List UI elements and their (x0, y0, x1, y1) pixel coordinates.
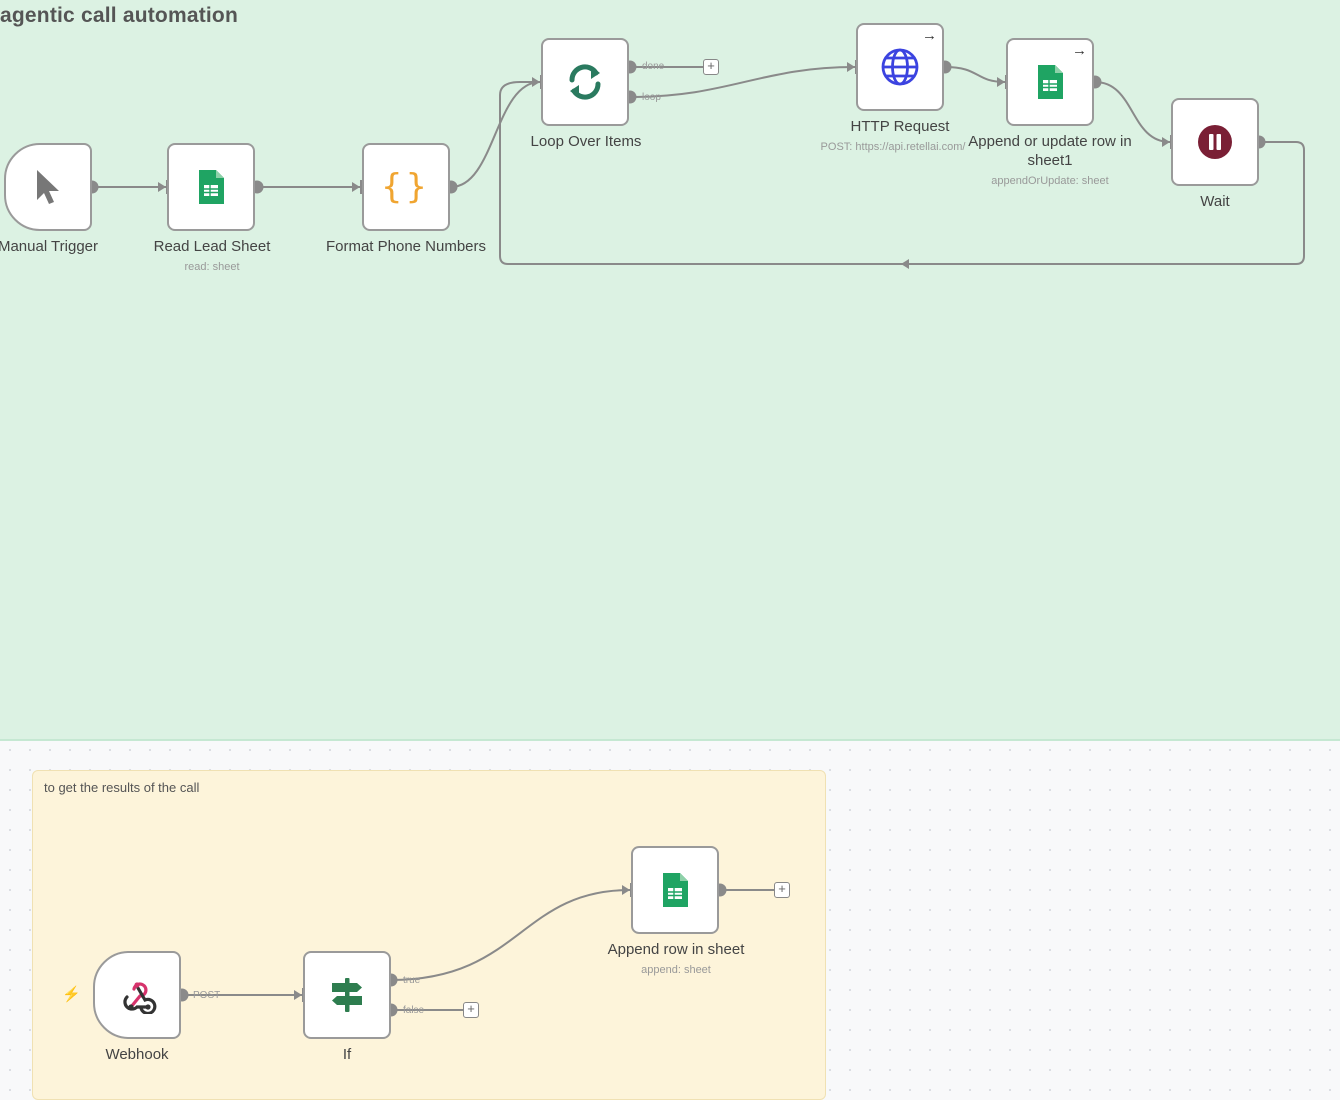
wire-if-true (390, 889, 631, 981)
manual-trigger-node[interactable] (4, 143, 92, 231)
google-sheets-icon (663, 873, 688, 907)
format-phone-label: Format Phone Numbers (325, 238, 487, 255)
workflow-title: agentic call automation (0, 4, 238, 27)
wire-http-append (944, 66, 1006, 83)
loop-back-arrow (901, 259, 909, 269)
signpost-icon (332, 978, 362, 1012)
wait-label: Wait (1200, 193, 1230, 210)
if-false-port-label: false (403, 1005, 425, 1016)
read-lead-sheet-node[interactable] (167, 143, 255, 231)
loop-over-items-node[interactable] (541, 38, 629, 126)
webhook-post-port-label: POST (193, 990, 221, 1001)
if-label: If (342, 1046, 352, 1063)
manual-trigger-label: Manual Trigger (0, 238, 99, 255)
google-sheets-icon (1038, 65, 1063, 99)
webhook-node[interactable] (93, 951, 181, 1039)
loop-done-port-label: done (642, 61, 665, 72)
append-update-node[interactable]: → (1006, 38, 1094, 126)
if-node[interactable] (303, 951, 391, 1039)
wire-format-loop (450, 81, 541, 188)
webhook-label: Webhook (105, 1046, 169, 1063)
cursor-icon (37, 170, 59, 204)
if-true-port-label: true (403, 975, 421, 986)
append-update-label-line2: sheet1 (1027, 152, 1073, 169)
loop-arrows-icon (569, 64, 601, 100)
results-sticky-note[interactable]: to get the results of the call (32, 770, 826, 1100)
append-update-label-line1: Append or update row in (968, 133, 1132, 150)
loop-loop-port-label: loop (642, 92, 661, 103)
webhook-icon (123, 982, 157, 1014)
read-lead-sheet-subtitle: read: sheet (184, 261, 240, 273)
format-phone-node[interactable]: {} (362, 143, 450, 231)
wire-append-wait (1094, 81, 1171, 143)
workflow-sticky-note[interactable] (0, 0, 1340, 741)
arrow-right-icon: → (1072, 42, 1087, 59)
pause-icon (1198, 125, 1232, 159)
arrow-right-icon: → (922, 27, 937, 44)
append-row-node[interactable] (631, 846, 719, 934)
wait-node[interactable] (1171, 98, 1259, 186)
add-node-done-button[interactable]: + (703, 59, 719, 75)
read-lead-sheet-label: Read Lead Sheet (153, 238, 271, 255)
append-row-subtitle: append: sheet (641, 964, 711, 976)
google-sheets-icon (199, 170, 224, 204)
globe-icon (881, 48, 919, 86)
add-node-false-button[interactable]: + (463, 1002, 479, 1018)
http-request-subtitle: POST: https://api.retellai.com/ (820, 141, 966, 153)
code-braces-icon: {} (381, 167, 431, 207)
append-row-label: Append row in sheet (607, 941, 745, 958)
http-request-node[interactable]: → (856, 23, 944, 111)
loop-over-items-label: Loop Over Items (530, 133, 642, 150)
wire-loop-http (629, 66, 856, 98)
add-node-after-append-button[interactable]: + (774, 882, 790, 898)
http-request-label: HTTP Request (850, 118, 950, 135)
results-sticky-text: to get the results of the call (44, 780, 200, 795)
append-update-subtitle: appendOrUpdate: sheet (991, 175, 1109, 187)
trigger-bolt-icon: ⚡ (62, 986, 81, 1003)
